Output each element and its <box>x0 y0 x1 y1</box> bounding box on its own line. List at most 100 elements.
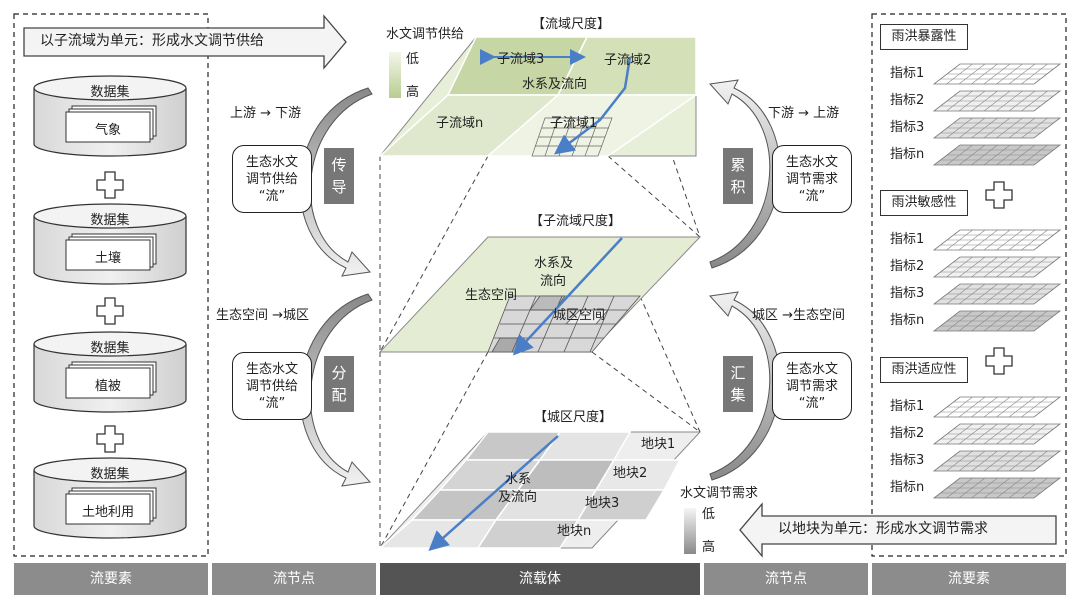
indicator-grid <box>932 144 1062 166</box>
supply-legend-low: 低 <box>406 52 420 67</box>
basin-label: 水系及流向 <box>522 77 588 92</box>
indicator-label: 指标3 <box>890 120 925 135</box>
indicator-label: 指标3 <box>890 286 925 301</box>
indicator-label: 指标2 <box>890 93 925 108</box>
supply-legend-high: 高 <box>406 85 420 100</box>
footer-cell: 流节点 <box>212 563 376 595</box>
subbasin-label: 流向 <box>540 274 567 289</box>
dataset-title: 数据集 <box>90 85 130 100</box>
subbasin-label: 水系及 <box>534 256 574 271</box>
indicator-grid <box>932 310 1062 332</box>
plus-icon <box>985 181 1013 375</box>
urban-label: 地块3 <box>585 496 620 511</box>
dataset-title: 数据集 <box>90 213 130 228</box>
dataset-cylinder <box>33 75 187 157</box>
right-flow-direction-1: 下游 → 上游 <box>768 106 840 121</box>
basin-layer <box>378 36 699 157</box>
demand-legend-low: 低 <box>702 507 716 522</box>
left-banner-text: 以子流域为单元：形成水文调节供给 <box>40 33 264 49</box>
risk-group-title: 雨洪适应性 <box>880 357 968 383</box>
left-flow-tag-2: 分配 <box>324 356 354 412</box>
right-banner-text: 以地块为单元：形成水文调节需求 <box>778 521 988 537</box>
indicator-grid <box>932 90 1062 112</box>
subbasin-label: 城区空间 <box>553 308 606 323</box>
basin-label: 子流域n <box>436 116 484 131</box>
dataset-cylinder <box>33 331 187 413</box>
indicator-label: 指标2 <box>890 426 925 441</box>
demand-legend-bar <box>684 508 696 554</box>
basin-label: 子流域1 <box>550 116 598 131</box>
subbasin-label: 生态空间 <box>465 288 518 303</box>
indicator-label: 指标3 <box>890 453 925 468</box>
subbasin-layer <box>378 236 702 356</box>
basin-layer-title: 【流域尺度】 <box>532 17 611 32</box>
right-dashed-frame <box>871 13 1067 557</box>
right-flow-tag-2: 汇集 <box>723 356 753 412</box>
risk-group-title: 雨洪暴露性 <box>880 24 968 50</box>
indicator-grid <box>932 477 1062 499</box>
demand-legend-title: 水文调节需求 <box>680 486 759 501</box>
urban-layer-title: 【城区尺度】 <box>534 410 613 425</box>
right-flow-tag-1: 累积 <box>723 148 753 204</box>
footer-cell: 流节点 <box>704 563 868 595</box>
indicator-label: 指标1 <box>890 232 925 247</box>
urban-label: 及流向 <box>498 490 538 505</box>
left-banner-arrow <box>23 14 347 70</box>
left-dashed-frame <box>13 13 209 557</box>
dataset-label: 土壤 <box>94 251 121 266</box>
supply-legend-bar <box>389 52 401 98</box>
indicator-grid <box>932 450 1062 472</box>
footer-cell: 流载体 <box>380 563 700 595</box>
urban-label: 地块n <box>557 524 592 539</box>
right-flow-box-1: 生态水文调节需求“流” <box>772 145 852 213</box>
indicator-grid <box>932 283 1062 305</box>
dataset-label: 土地利用 <box>81 505 134 520</box>
dataset-label: 植被 <box>94 379 121 394</box>
left-curved-arrows <box>299 87 373 487</box>
indicator-label: 指标n <box>890 147 925 162</box>
indicator-label: 指标n <box>890 480 925 495</box>
dataset-title: 数据集 <box>90 467 130 482</box>
left-flow-box-1: 生态水文调节供给“流” <box>232 145 312 213</box>
risk-group-title: 雨洪敏感性 <box>880 190 968 216</box>
indicator-label: 指标1 <box>890 66 925 81</box>
dataset-cylinder <box>33 203 187 285</box>
document-page-icon <box>65 367 151 399</box>
document-page-icon <box>65 111 151 143</box>
indicator-grid <box>932 256 1062 278</box>
basin-label: 子流域3 <box>497 52 545 67</box>
subbasin-layer-title: 【子流域尺度】 <box>530 214 622 229</box>
document-page-icon <box>65 239 151 271</box>
indicator-grid <box>932 229 1062 251</box>
left-flow-direction-2: 生态空间 →城区 <box>216 308 310 323</box>
right-curved-arrows <box>709 79 781 481</box>
supply-legend-title: 水文调节供给 <box>386 27 465 42</box>
indicator-grid <box>932 63 1062 85</box>
indicator-label: 指标n <box>890 313 925 328</box>
indicator-label: 指标2 <box>890 259 925 274</box>
urban-label: 地块1 <box>641 437 676 452</box>
indicator-grid <box>932 396 1062 418</box>
right-flow-direction-2: 城区 →生态空间 <box>752 308 846 323</box>
urban-label: 地块2 <box>613 466 648 481</box>
dataset-title: 数据集 <box>90 341 130 356</box>
footer-cell: 流要素 <box>872 563 1066 595</box>
demand-legend-high: 高 <box>702 540 716 555</box>
indicator-grids <box>932 63 1062 499</box>
dataset-label: 气象 <box>94 123 121 138</box>
indicator-grid <box>932 117 1062 139</box>
basin-label: 子流域2 <box>604 53 652 68</box>
dataset-cylinder <box>33 457 187 539</box>
indicator-label: 指标1 <box>890 399 925 414</box>
urban-label: 水系 <box>505 472 532 487</box>
document-page-icon <box>65 493 151 525</box>
urban-layer <box>378 431 702 551</box>
left-flow-direction-1: 上游 → 下游 <box>230 106 302 121</box>
dataset-cylinders <box>33 75 187 539</box>
plus-icon <box>96 171 124 453</box>
indicator-grid <box>932 423 1062 445</box>
right-banner-arrow <box>739 502 1057 558</box>
left-flow-box-2: 生态水文调节供给“流” <box>232 352 312 420</box>
right-flow-box-2: 生态水文调节需求“流” <box>772 352 852 420</box>
